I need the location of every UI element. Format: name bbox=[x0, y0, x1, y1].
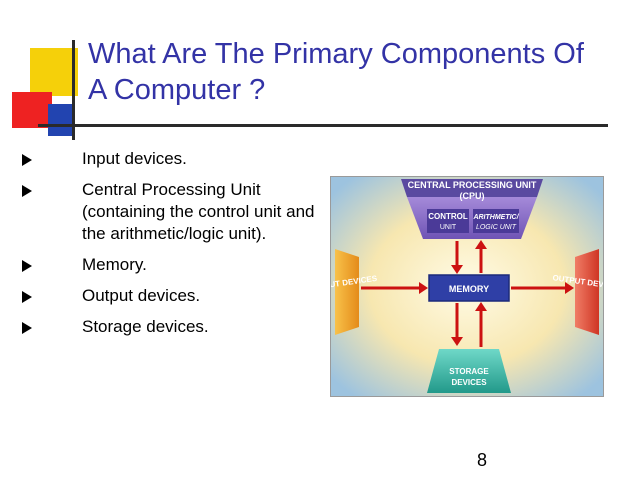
bullet-list: Input devices. Central Processing Unit (… bbox=[22, 148, 322, 347]
bullet-marker-icon bbox=[22, 260, 32, 272]
storage-label-1: STORAGE bbox=[449, 367, 489, 376]
decor-yellow-square bbox=[30, 48, 78, 96]
control-unit-label-2: UNIT bbox=[440, 224, 457, 231]
bullet-item: Input devices. bbox=[22, 148, 322, 170]
bullet-marker-icon bbox=[22, 322, 32, 334]
output-devices-shape bbox=[575, 249, 599, 335]
bullet-text: Memory. bbox=[82, 255, 147, 274]
storage-label-2: DEVICES bbox=[451, 378, 487, 387]
bullet-item: Memory. bbox=[22, 254, 322, 276]
page-number: 8 bbox=[477, 450, 487, 471]
bullet-marker-icon bbox=[22, 185, 32, 197]
bullet-item: Output devices. bbox=[22, 285, 322, 307]
decor-red-square bbox=[12, 92, 52, 128]
bullet-text: Input devices. bbox=[82, 149, 187, 168]
control-unit-label-1: CONTROL bbox=[428, 212, 468, 221]
cpu-title-line1: CENTRAL PROCESSING UNIT bbox=[408, 180, 537, 190]
bullet-item: Storage devices. bbox=[22, 316, 322, 338]
bullet-marker-icon bbox=[22, 291, 32, 303]
bullet-text: Output devices. bbox=[82, 286, 200, 305]
slide-title: What Are The Primary Components Of A Com… bbox=[88, 36, 608, 108]
cpu-title-line2: (CPU) bbox=[460, 191, 485, 201]
input-devices-shape bbox=[335, 249, 359, 335]
bullet-text: Central Processing Unit (containing the … bbox=[82, 180, 315, 243]
alu-label-1: ARITHMETIC/ bbox=[472, 214, 519, 221]
decor-blue-square bbox=[48, 104, 72, 136]
title-rule bbox=[38, 124, 608, 127]
bullet-item: Central Processing Unit (containing the … bbox=[22, 179, 322, 245]
alu-label-2: LOGIC UNIT bbox=[476, 224, 517, 231]
bullet-marker-icon bbox=[22, 154, 32, 166]
bullet-text: Storage devices. bbox=[82, 317, 209, 336]
memory-label: MEMORY bbox=[449, 284, 489, 294]
diagram-svg: CENTRAL PROCESSING UNIT (CPU) CONTROL UN… bbox=[331, 177, 603, 396]
computer-components-diagram: CENTRAL PROCESSING UNIT (CPU) CONTROL UN… bbox=[330, 176, 604, 397]
